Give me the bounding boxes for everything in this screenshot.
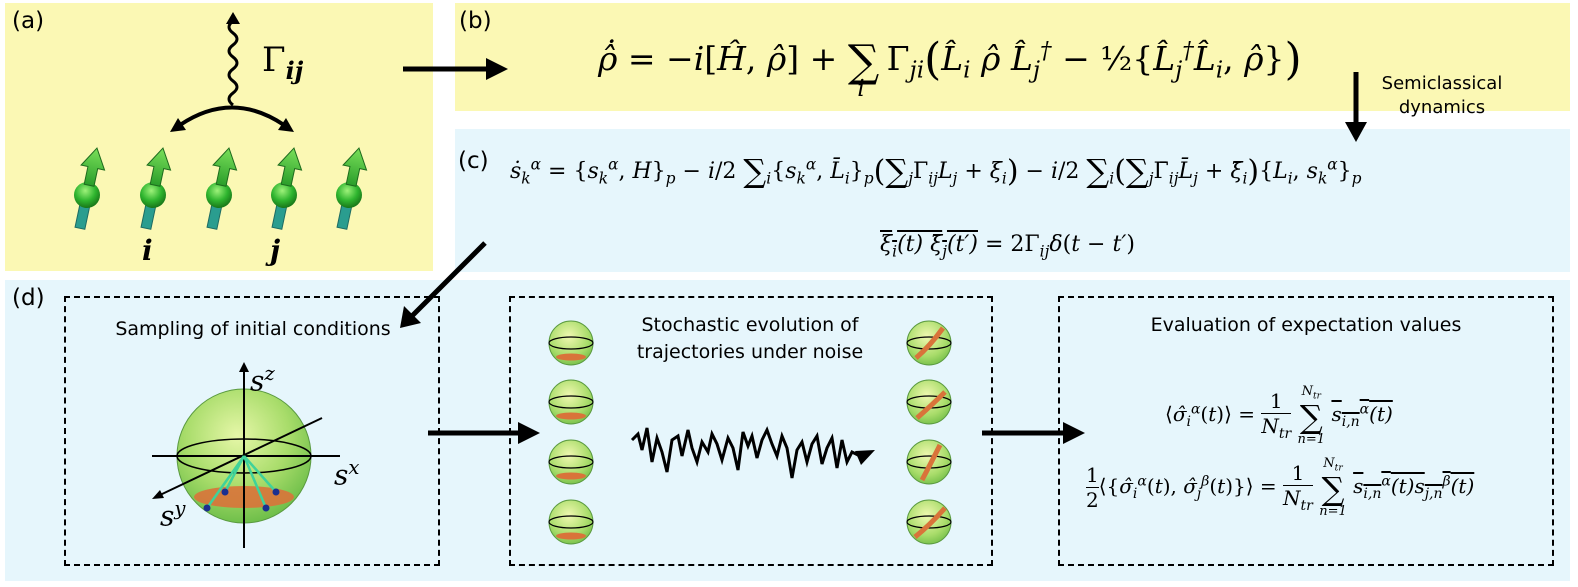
coupling-arrowhead-right — [278, 118, 294, 132]
photon-arrowhead — [226, 12, 240, 24]
spin-1 — [74, 147, 106, 230]
noise-trajectory — [630, 426, 861, 479]
initial-sphere-3 — [548, 439, 594, 485]
panel-d-label: (d) — [12, 285, 45, 311]
site-j-label: j — [270, 234, 281, 267]
spin-4 — [271, 147, 303, 230]
axis-x-label: sx — [334, 456, 360, 492]
lindblad-equation: ρ̂̇ = −i[Ĥ, ρ̂] + ∑iΓji(L̂i ρ̂ L̂j† − ½{… — [598, 34, 1302, 102]
final-sphere-4 — [906, 499, 952, 545]
expectation-title: Evaluation of expectation values — [1150, 314, 1462, 336]
expectation-values-box — [1058, 296, 1554, 566]
coupling-arrowhead-left — [170, 118, 186, 132]
initial-sphere-4 — [548, 499, 594, 545]
initial-sphere-1 — [548, 320, 594, 366]
final-sphere-2 — [906, 379, 952, 425]
stochastic-title-line1: Stochastic evolution of — [641, 314, 859, 336]
semiclassical-dynamics-label: Semiclassical dynamics — [1381, 73, 1503, 118]
stochastic-evolution-box — [509, 296, 993, 566]
spin-2 — [140, 147, 172, 230]
axis-z-label: sz — [250, 362, 275, 398]
panel-b-background — [455, 3, 1570, 111]
stochastic-title-line2: trajectories under noise — [636, 341, 864, 363]
axis-y-label: sy — [160, 497, 186, 533]
sampling-title: Sampling of initial conditions — [115, 318, 391, 340]
coupling-double-arrow — [178, 105, 286, 127]
noise-correlation-equation: ξi(t) ξ̄j(t′) = 2Γijδ(t − t′) — [880, 232, 1135, 261]
panel-c-label: (c) — [458, 148, 489, 174]
stochastic-equation-line1: ṡkα = {skα, H}p − i/2 ∑i{skα, L̄i}p(∑jΓi… — [510, 152, 1362, 190]
final-sphere-3 — [906, 439, 952, 485]
sampling-box — [64, 296, 440, 566]
spin-5 — [336, 147, 368, 230]
axis-y-line — [159, 417, 323, 496]
panel-b-label: (b) — [459, 8, 492, 34]
initial-sphere-2 — [548, 379, 594, 425]
gamma-ij-label: Γij — [262, 40, 304, 85]
panel-c-background — [455, 129, 1570, 272]
spin-3 — [206, 147, 238, 230]
spin-chain-diagram — [74, 12, 368, 230]
panel-a-label: (a) — [12, 8, 45, 34]
site-i-label: i — [142, 234, 153, 267]
photon-wavy-line — [227, 19, 239, 107]
final-sphere-1 — [906, 320, 952, 366]
